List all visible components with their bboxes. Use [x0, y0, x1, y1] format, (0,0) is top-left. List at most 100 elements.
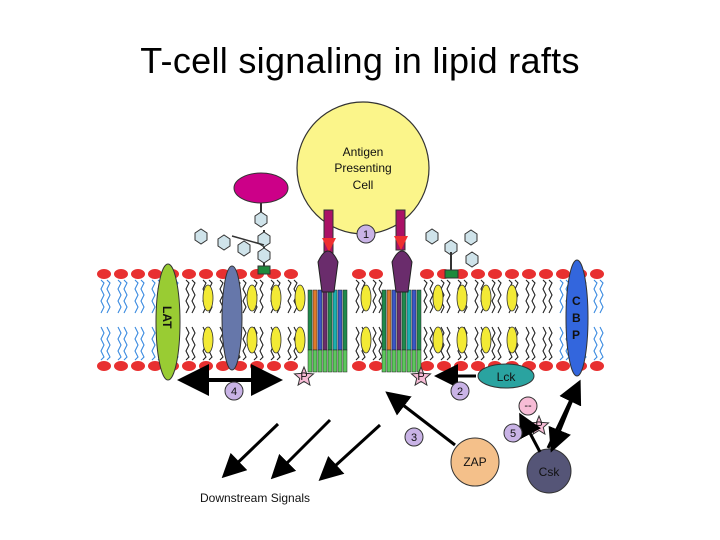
lipid-tail — [100, 279, 105, 314]
phospho-star-csk: P — [528, 414, 550, 436]
lipid-tail — [542, 326, 547, 361]
cholesterol — [456, 284, 468, 312]
transmembrane-protein — [221, 265, 243, 371]
lipid-tail — [106, 279, 111, 314]
lipid-tail — [474, 279, 479, 314]
lipid-tail — [117, 279, 122, 314]
cholesterol — [294, 326, 306, 354]
arrow-downstream-3 — [318, 423, 382, 482]
lipid-tail — [191, 279, 196, 314]
lipid-tail — [593, 279, 598, 314]
lipid-head-top — [199, 269, 213, 279]
lipid-tail — [140, 279, 145, 314]
downstream-signals-label: Downstream Signals — [200, 491, 310, 505]
itam-tail — [406, 349, 412, 373]
lipid-head-top — [471, 269, 485, 279]
lipid-tail — [134, 279, 139, 314]
lipid-head-top — [114, 269, 128, 279]
glycolipid-left — [194, 228, 271, 275]
tcr-chain — [381, 289, 387, 351]
step-badge-5: 5 — [503, 423, 523, 443]
svg-text:2: 2 — [457, 386, 463, 398]
lipid-tail — [559, 279, 564, 314]
lipid-tail — [559, 326, 564, 361]
lipid-head-top — [352, 269, 366, 279]
lipid-head-top — [131, 269, 145, 279]
cholesterol — [270, 284, 282, 312]
tcr-chain — [396, 289, 402, 351]
tcr-head — [391, 250, 413, 293]
cbp-label-c: C — [572, 294, 581, 308]
cholesterol-molecules — [202, 284, 518, 354]
lipid-tail — [548, 279, 553, 314]
lipid-tail — [259, 326, 264, 361]
cholesterol — [270, 326, 282, 354]
lipid-tail — [525, 326, 530, 361]
cholesterol — [456, 326, 468, 354]
tcr-chain — [337, 289, 343, 351]
lipid-tail — [151, 279, 156, 314]
zap-kinase: ZAP — [450, 437, 500, 487]
lipid-tail — [548, 326, 553, 361]
tcr-chain — [411, 289, 417, 351]
tcr-complex-left — [307, 250, 348, 373]
cholesterol — [480, 326, 492, 354]
inhibitory-label: -- — [524, 400, 532, 412]
lipid-head-top — [182, 269, 196, 279]
tcr-chain — [386, 289, 392, 351]
glycolipid-right — [425, 228, 479, 279]
lipid-head-top — [556, 269, 570, 279]
lipid-head-top — [97, 269, 111, 279]
lipid-tail — [151, 326, 156, 361]
inhibitory-badge: -- — [518, 396, 538, 416]
lipid-tail — [514, 279, 519, 314]
gpi-anchored-protein — [233, 172, 289, 228]
lipid-tail — [599, 279, 604, 314]
lipid-head-bottom — [267, 361, 281, 371]
lipid-head-bottom — [590, 361, 604, 371]
apc-label-line3: Cell — [353, 178, 374, 192]
lipid-tail — [440, 279, 445, 314]
arrow-zap-to-tcr — [385, 391, 456, 447]
lipid-tail — [525, 279, 530, 314]
tcr-chain — [342, 289, 348, 351]
tcr-chain — [391, 289, 397, 351]
arrow-csk-to-lck — [519, 412, 542, 453]
lipid-tail — [287, 279, 292, 314]
cholesterol — [506, 284, 518, 312]
tcr-chain — [332, 289, 338, 351]
itam-tail — [337, 349, 343, 373]
lipid-tail — [491, 279, 496, 314]
lipid-head-bottom — [148, 361, 162, 371]
svg-text:5: 5 — [510, 428, 516, 440]
lipid-tail — [191, 326, 196, 361]
tcr-chain — [401, 289, 407, 351]
lipid-tail — [117, 326, 122, 361]
lipid-tail — [355, 326, 360, 361]
lipid-tail — [491, 326, 496, 361]
lipid-tail — [106, 326, 111, 361]
lipid-tail — [242, 279, 247, 314]
itam-tail — [396, 349, 402, 373]
lipid-head-bottom — [539, 361, 553, 371]
lipid-tail — [446, 326, 451, 361]
step-badge-2: 2 — [450, 381, 470, 401]
lipid-head-top — [522, 269, 536, 279]
lipid-tail — [140, 326, 145, 361]
svg-text:4: 4 — [231, 386, 237, 398]
tcr-chain — [307, 289, 313, 351]
lipid-tail — [514, 326, 519, 361]
lipid-tail — [497, 326, 502, 361]
lipid-tail — [100, 326, 105, 361]
lipid-head-top — [369, 269, 383, 279]
lipid-head-top — [488, 269, 502, 279]
cholesterol — [432, 284, 444, 312]
lipid-head-bottom — [420, 361, 434, 371]
itam-tail — [411, 349, 417, 373]
itam-tail — [386, 349, 392, 373]
lipid-tail — [593, 326, 598, 361]
lipid-tail — [259, 279, 264, 314]
lipid-tail — [440, 326, 445, 361]
svg-text:3: 3 — [411, 432, 417, 444]
cholesterol — [360, 326, 372, 354]
